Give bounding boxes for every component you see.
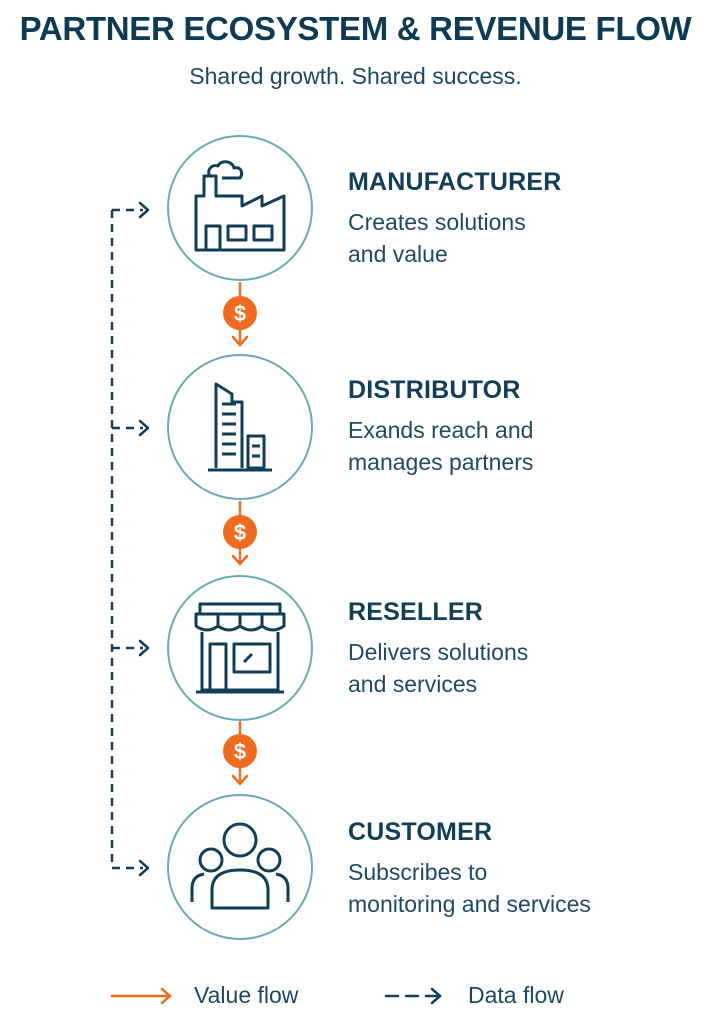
legend-data-flow-label: Data flow [468,982,564,1008]
stage-desc-line: Delivers solutions [348,639,529,665]
stage-desc-line: and services [348,671,478,697]
legend-data-flow-arrow [384,987,442,1005]
people-icon [190,822,290,910]
stage-desc-customer: Subscribes to monitoring and services [348,856,688,920]
data-flow-line [110,208,143,870]
dollar-symbol-1: $ [234,301,246,326]
stage-title-manufacturer: MANUFACTURER [348,168,562,196]
stage-desc-line: and value [348,241,448,267]
stage-desc-line: Creates solutions [348,209,526,235]
dollar-icon [223,296,257,330]
data-flow-arrowheads [138,201,150,877]
dollar-symbol-3: $ [234,739,246,764]
stage-circles [167,135,313,940]
legend-value-flow-arrow [110,987,172,1005]
dollar-symbol-2: $ [234,520,246,545]
value-flow-connector-2 [223,501,257,566]
stage-desc-line: Exands reach and [348,417,534,443]
stage-title-distributor: DISTRIBUTOR [348,376,521,404]
stage-desc-line: monitoring and services [348,891,591,917]
dollar-icon [223,734,257,768]
stage-title-customer: CUSTOMER [348,818,493,846]
dollar-icon [223,515,257,549]
legend-value-flow-label: Value flow [194,982,299,1008]
page-title: PARTNER ECOSYSTEM & REVENUE FLOW [19,10,692,47]
stage-desc-line: Subscribes to [348,859,488,885]
stage-desc-reseller: Delivers solutions and services [348,636,688,700]
buildings-icon [208,382,272,472]
value-flow-connector-3 [223,721,257,786]
stage-title-reseller: RESELLER [348,598,483,626]
stage-desc-distributor: Exands reach and manages partners [348,414,688,478]
value-flow-connectors [223,282,257,786]
factory-icon [194,160,286,252]
value-flow-connector-1 [223,282,257,347]
storefront-icon [194,602,286,694]
stage-desc-line: manages partners [348,449,534,475]
page-subtitle: Shared growth. Shared success. [189,63,522,89]
stage-desc-manufacturer: Creates solutions and value [348,206,688,270]
